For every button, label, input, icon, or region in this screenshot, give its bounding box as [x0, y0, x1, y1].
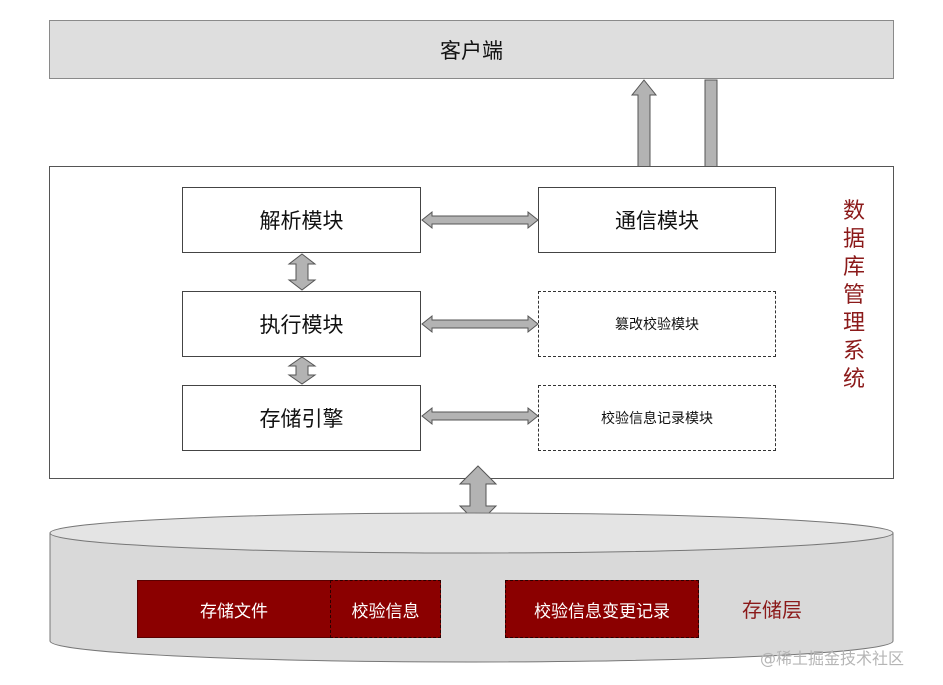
- storage-file-box: 存储文件: [137, 580, 331, 638]
- execution-module-label: 执行模块: [259, 313, 344, 337]
- parse-module-label: 解析模块: [259, 209, 344, 233]
- check-record-module: 校验信息记录模块: [538, 385, 776, 451]
- storage-layer-label: 存储层: [742, 598, 802, 622]
- dbms-label: 数据库管理系统: [842, 199, 865, 392]
- client-label: 客户端: [440, 38, 503, 63]
- tamper-check-module: 篡改校验模块: [538, 291, 776, 357]
- client-box: 客户端: [49, 20, 894, 79]
- check-info-box: 校验信息: [330, 580, 441, 638]
- check-change-record-box: 校验信息变更记录: [505, 580, 699, 638]
- check-info-label: 校验信息: [351, 601, 420, 622]
- tamper-check-module-label: 篡改校验模块: [615, 317, 699, 333]
- storage-engine-module: 存储引擎: [182, 385, 421, 451]
- communication-module: 通信模块: [538, 187, 776, 253]
- watermark: @稀土掘金技术社区: [760, 649, 905, 668]
- check-change-record-label: 校验信息变更记录: [534, 601, 670, 622]
- communication-module-label: 通信模块: [615, 209, 699, 233]
- storage-file-label: 存储文件: [200, 601, 268, 622]
- execution-module: 执行模块: [182, 291, 421, 357]
- storage-engine-module-label: 存储引擎: [259, 407, 344, 431]
- parse-module: 解析模块: [182, 187, 421, 253]
- check-record-module-label: 校验信息记录模块: [601, 411, 713, 427]
